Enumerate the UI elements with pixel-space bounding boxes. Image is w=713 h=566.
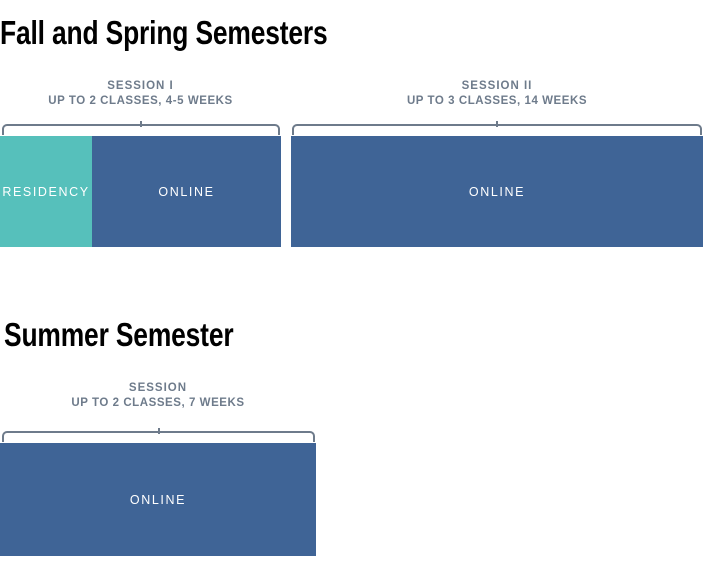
bracket-center-tick-icon [496,121,498,127]
session-2-name: SESSION II [461,80,533,92]
bar-segment-online[interactable]: ONLINE [92,136,281,247]
session-1-detail: UP TO 2 CLASSES, 4-5 WEEKS [48,95,233,107]
bar-segment-label: ONLINE [129,492,187,507]
bar-row-session-summer: ONLINE [0,443,316,556]
bar-segment-label: ONLINE [468,184,526,199]
bar-row-session-1: RESIDENCY ONLINE [0,136,281,247]
bar-segment-online[interactable]: ONLINE [291,136,703,247]
session-header-session-summer: SESSION UP TO 2 CLASSES, 7 WEEKS [0,381,316,411]
session-summer-name: SESSION [128,382,188,394]
bracket-center-tick-icon [157,428,160,434]
page-title-fall-spring: Fall and Spring Semesters [0,14,328,51]
bar-segment-label: RESIDENCY [2,184,90,199]
bracket-session-1 [2,121,280,135]
page-title-summer: Summer Semester [4,316,234,353]
bar-segment-residency[interactable]: RESIDENCY [0,136,92,247]
bracket-session-summer [2,428,315,442]
session-header-session-1: SESSION I UP TO 2 CLASSES, 4-5 WEEKS [0,79,281,109]
bar-segment-online[interactable]: ONLINE [0,443,316,556]
session-1-name: SESSION I [107,80,174,92]
bracket-center-tick-icon [140,121,142,127]
bracket-session-2 [292,121,702,135]
bar-segment-label: ONLINE [158,184,215,199]
session-2-detail: UP TO 3 CLASSES, 14 WEEKS [406,95,588,107]
session-summer-detail: UP TO 2 CLASSES, 7 WEEKS [71,397,245,409]
session-header-session-2: SESSION II UP TO 3 CLASSES, 14 WEEKS [291,79,703,109]
bar-row-session-2: ONLINE [291,136,703,247]
